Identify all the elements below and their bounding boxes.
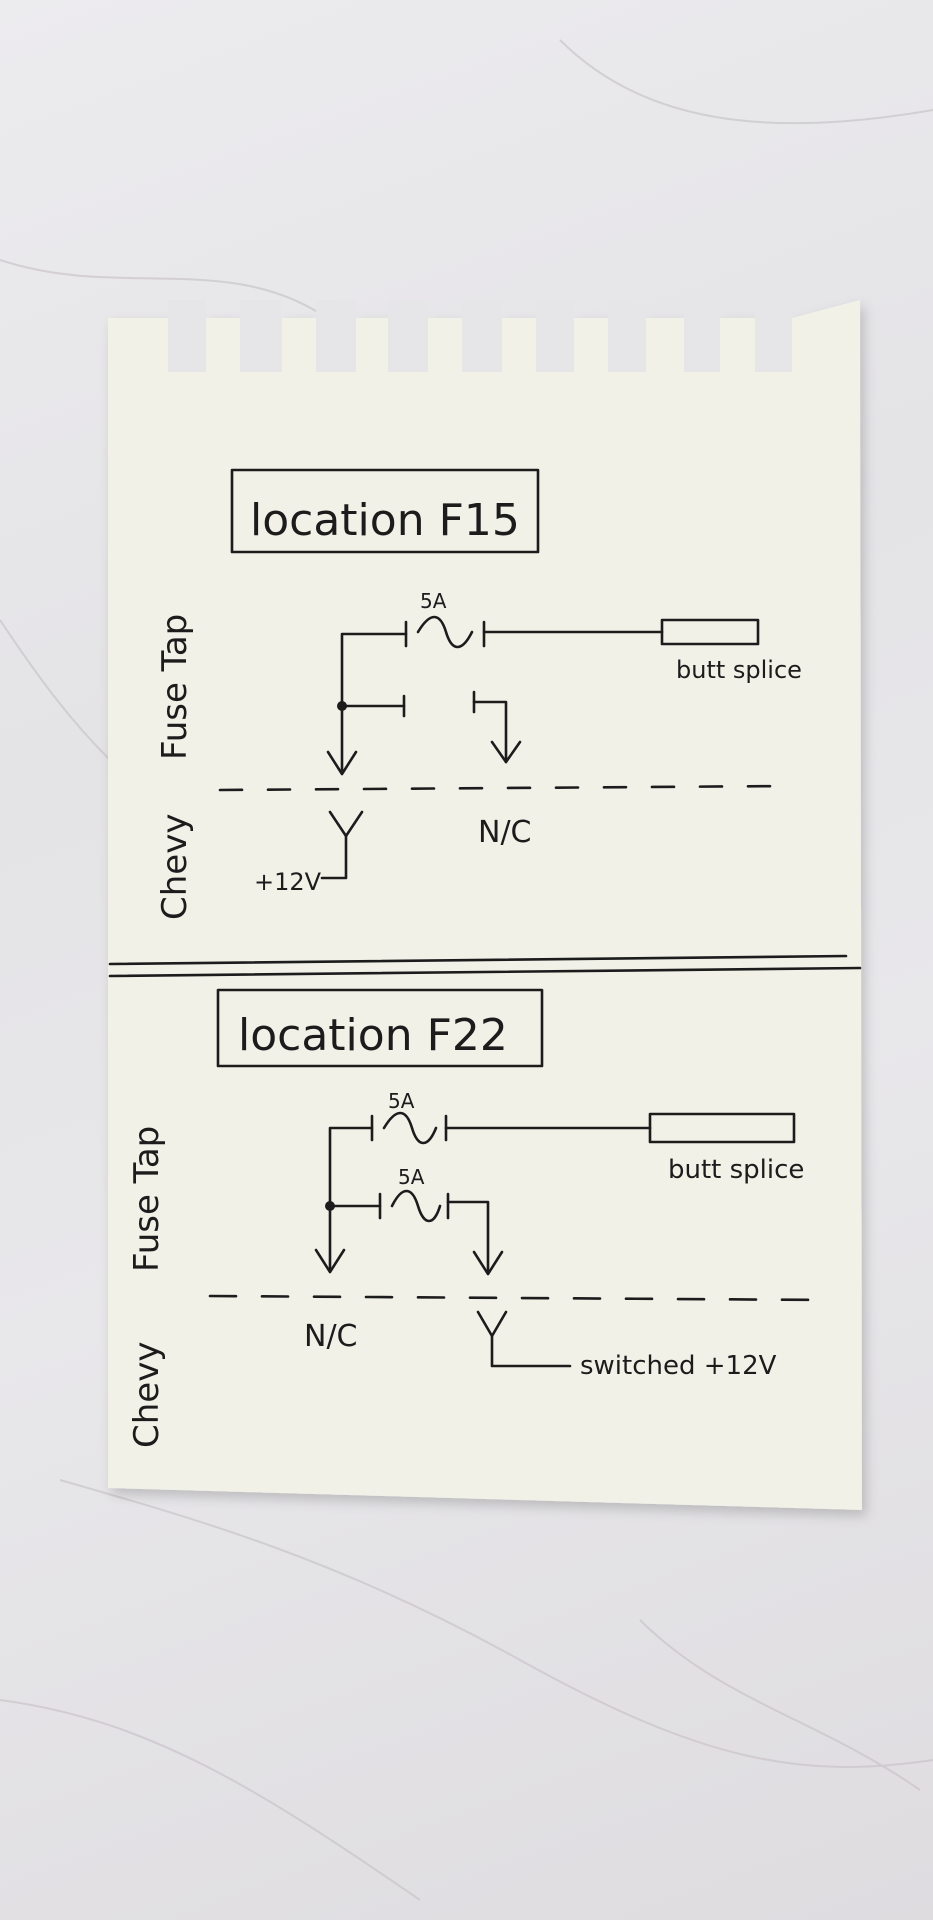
location-box-f15 <box>230 468 540 554</box>
diagram-f22: location F22 Fuse Tap Chevy 5A 5A butt s… <box>127 988 832 1448</box>
paper-sheet <box>108 300 862 1510</box>
perforation-holes <box>168 300 792 372</box>
fuse-rating-f22-2: 5A <box>398 1165 425 1189</box>
side-label-chevy-bottom: Chevy <box>127 1342 167 1448</box>
divider-dashed-bottom <box>208 1294 832 1302</box>
diagram-f15: location F15 Fuse Tap Chevy 5A butt spli… <box>155 468 802 920</box>
location-label-f15: location F15 <box>250 495 520 546</box>
location-label-f22: location F22 <box>238 1010 508 1061</box>
plus12v-label-f15: +12V <box>254 868 322 896</box>
fuse-rating-f22-1: 5A <box>388 1089 415 1113</box>
switched-12v-label-f22: switched +12V <box>580 1351 777 1381</box>
butt-splice-label-f15: butt splice <box>676 656 802 684</box>
location-box-f22 <box>216 988 544 1068</box>
marble-veins <box>0 39 933 1901</box>
divider-dashed-top <box>218 784 792 792</box>
side-label-fuse-tap-bottom: Fuse Tap <box>127 1126 167 1272</box>
butt-splice-label-f22: butt splice <box>668 1155 804 1185</box>
wiring-f15 <box>320 615 760 880</box>
nc-label-f22: N/C <box>304 1319 358 1354</box>
section-separator <box>108 954 862 978</box>
side-label-fuse-tap-top: Fuse Tap <box>155 614 195 760</box>
side-label-chevy-top: Chevy <box>155 814 195 920</box>
nc-label-f15: N/C <box>478 815 532 850</box>
fuse-rating-f15: 5A <box>420 589 447 613</box>
wiring-f22 <box>314 1111 796 1368</box>
